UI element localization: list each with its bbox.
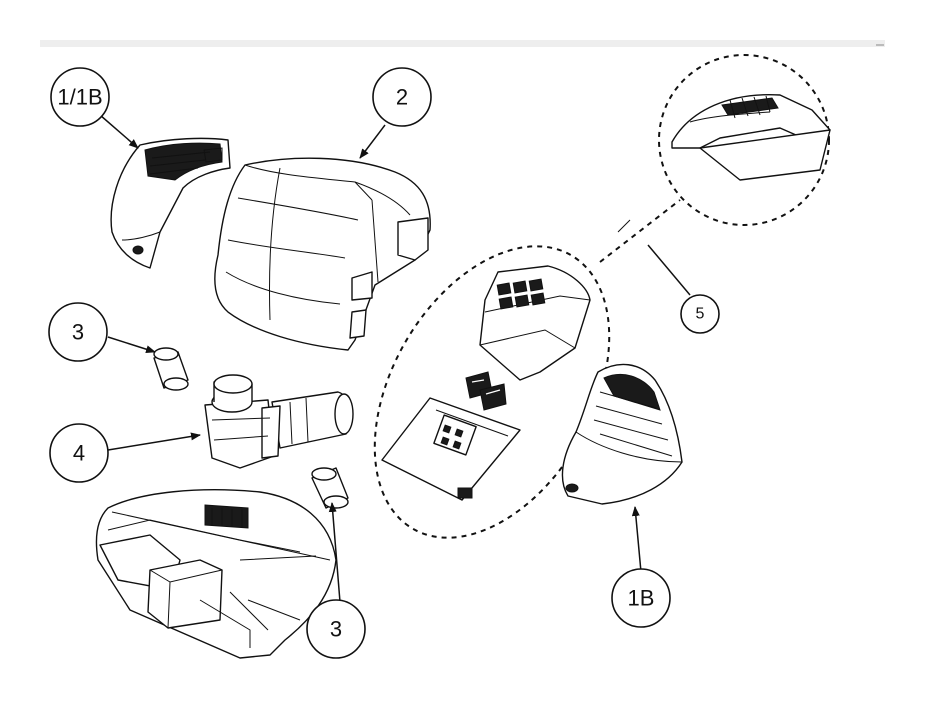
leader-5: [647, 244, 691, 296]
leader-3-top: [107, 336, 156, 354]
small-cap-top-part: [153, 347, 189, 391]
leader-2: [359, 124, 386, 159]
side-lens-cover-part: [561, 363, 683, 505]
main-housing-cover-part: [214, 157, 431, 351]
callout-3-top: 3: [48, 302, 108, 362]
circuit-board-part: [381, 397, 521, 501]
small-cap-bottom-part: [311, 467, 349, 509]
callout-label-3-bottom: 3: [330, 617, 342, 642]
front-lens-cover-part: [110, 137, 231, 269]
callout-label-1b: 1B: [628, 586, 655, 611]
base-chassis-part: [95, 489, 337, 659]
group-link-dashed-line: [599, 199, 681, 263]
callout-1b: 1B: [611, 568, 671, 628]
callout-1-1b: 1/1B: [50, 67, 110, 127]
callout-label-3-top: 3: [72, 320, 84, 345]
control-panel-module-part: [479, 265, 591, 381]
top-divider: [40, 40, 885, 47]
motor-assembly-part: [204, 374, 354, 469]
detail-tick-mark: [617, 219, 631, 233]
callout-2: 2: [372, 67, 432, 127]
leader-1-1b: [99, 114, 139, 149]
callout-label-2: 2: [396, 85, 408, 110]
leader-4: [107, 432, 201, 451]
callout-5: 5: [680, 294, 720, 334]
detail-view-circle: [658, 54, 831, 226]
callout-label-1-1b: 1/1B: [57, 85, 102, 110]
callout-4: 4: [49, 423, 109, 483]
callout-3-bottom: 3: [306, 599, 366, 659]
relay-component-part: [465, 371, 507, 411]
callout-label-5: 5: [696, 306, 705, 323]
callout-label-4: 4: [73, 441, 85, 466]
leader-1b: [631, 506, 642, 573]
leader-3-bottom: [328, 502, 341, 603]
